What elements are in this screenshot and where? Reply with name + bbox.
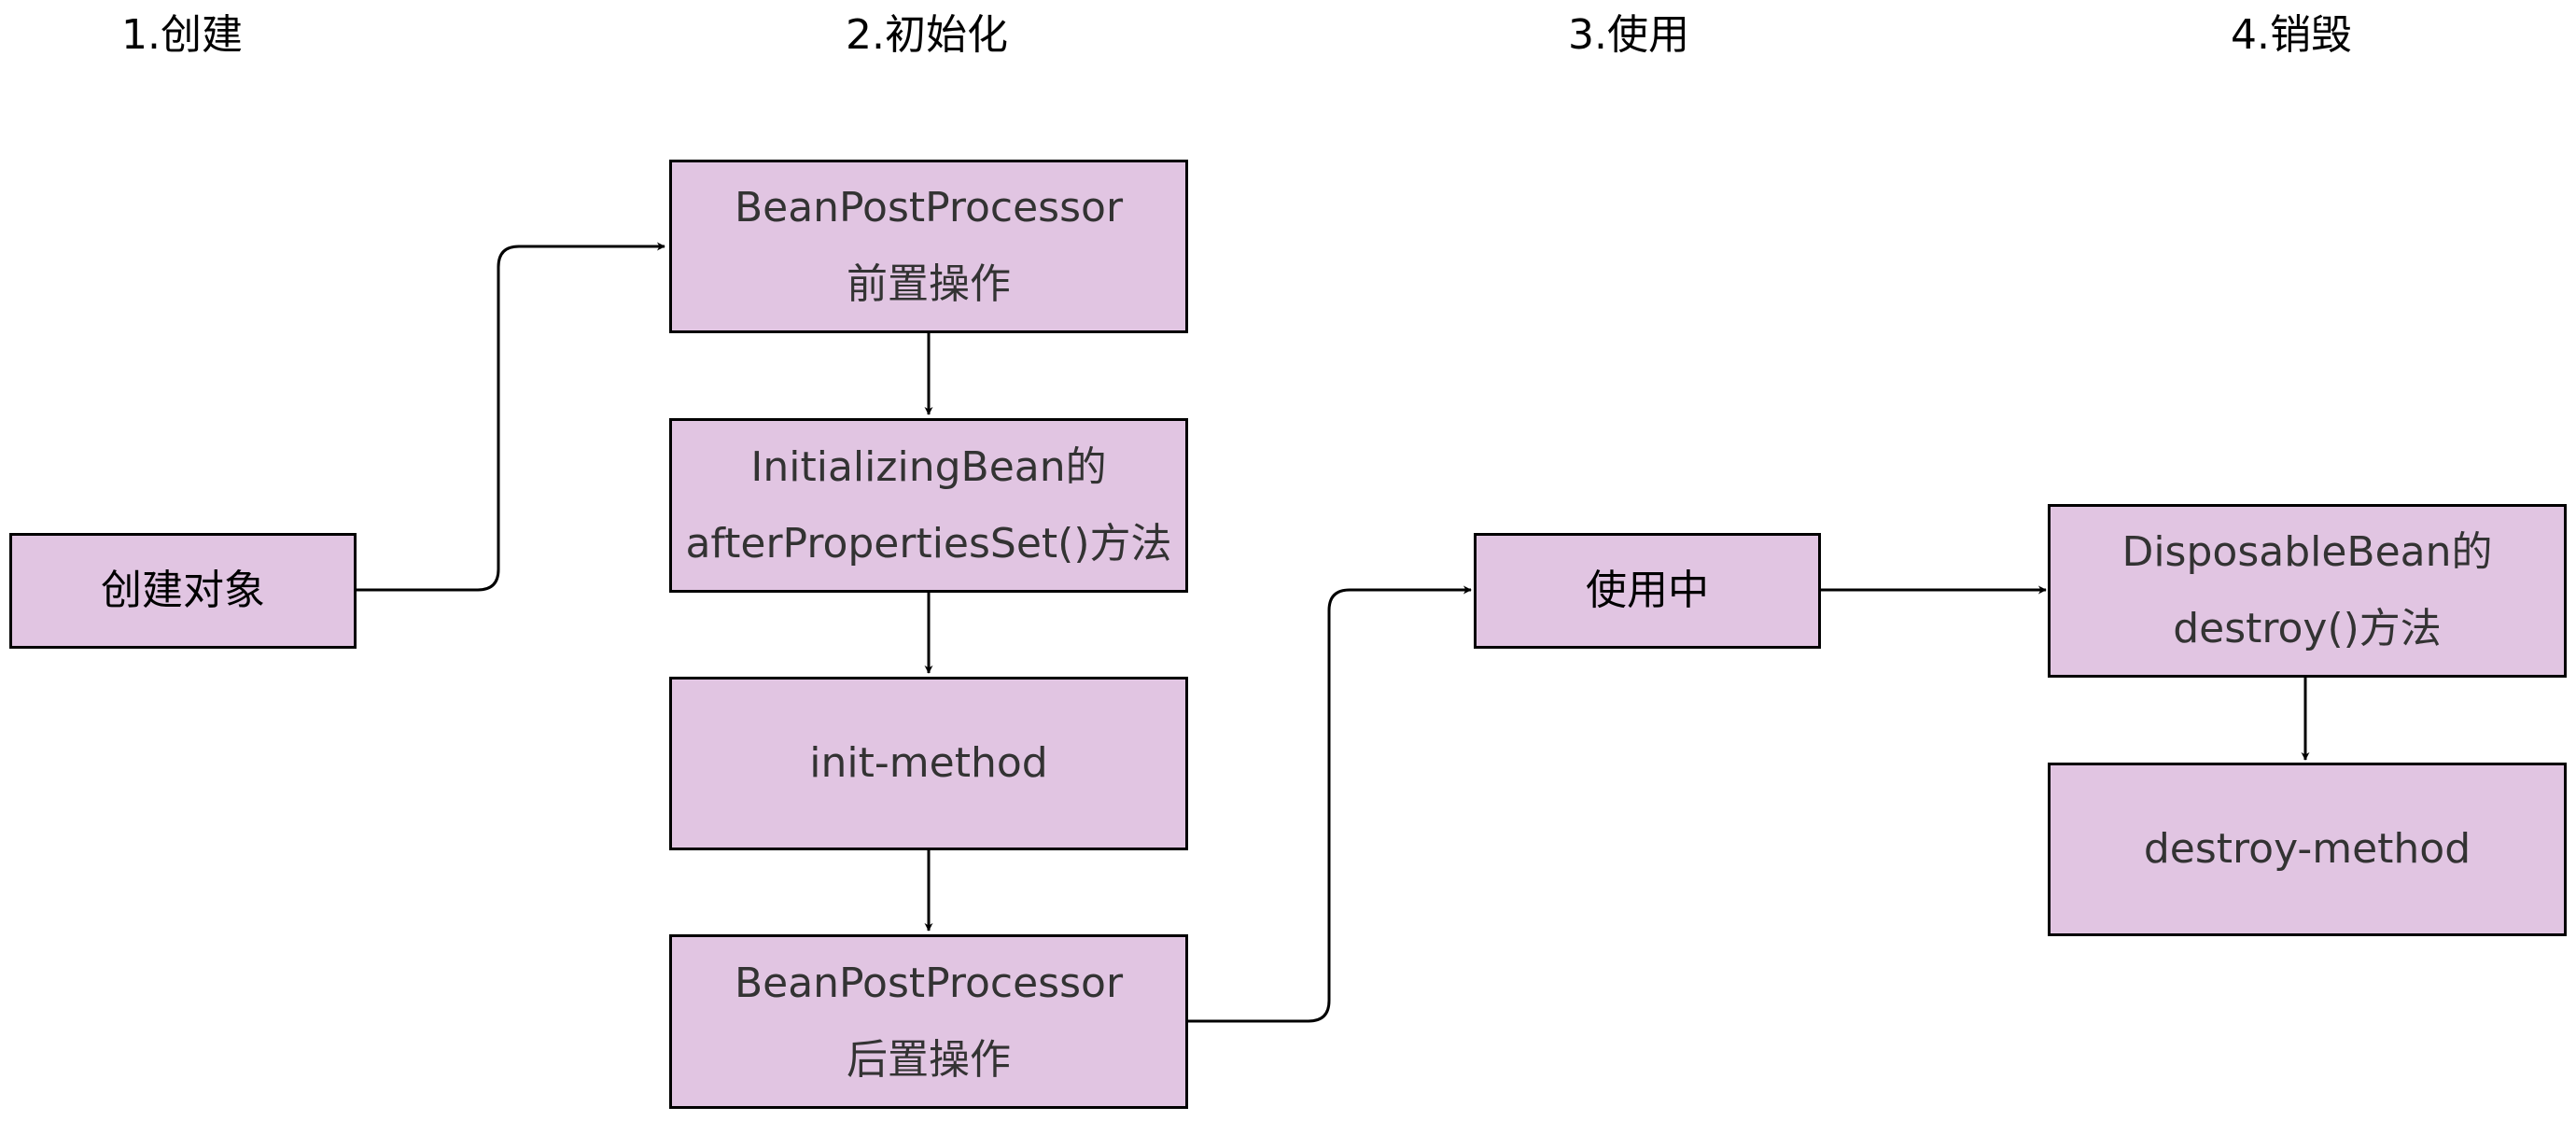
stage-title-init: 2.初始化 [846, 11, 1008, 59]
node-destroy-method-label: destroy-method [2143, 825, 2471, 873]
node-init-method-label: init-method [809, 739, 1048, 787]
node-create-object: 创建对象 [9, 533, 357, 649]
node-initializing-bean-line-1: InitializingBean的 [750, 442, 1107, 491]
node-disposable-bean-line-2: destroy()方法 [2173, 605, 2442, 652]
edge-bpp-after-to-in-use [1187, 585, 1472, 1023]
node-initializing-bean: InitializingBean的 afterPropertiesSet()方法 [669, 418, 1188, 593]
node-bpp-before: BeanPostProcessor 前置操作 [669, 160, 1188, 333]
stage-title-use: 3.使用 [1568, 11, 1689, 59]
node-in-use-label: 使用中 [1586, 567, 1709, 614]
node-initializing-bean-line-2: afterPropertiesSet()方法 [685, 519, 1172, 568]
node-in-use: 使用中 [1474, 533, 1821, 649]
node-bpp-after: BeanPostProcessor 后置操作 [669, 934, 1188, 1109]
node-init-method: init-method [669, 677, 1188, 850]
stage-title-create: 1.创建 [121, 11, 243, 59]
node-bpp-before-line-1: BeanPostProcessor [734, 184, 1124, 231]
node-bpp-after-line-2: 后置操作 [847, 1035, 1011, 1084]
edge-create-to-bpp-before [355, 242, 665, 592]
node-disposable-bean: DisposableBean的 destroy()方法 [2048, 504, 2567, 678]
stage-title-destroy: 4.销毁 [2231, 11, 2352, 59]
node-bpp-before-line-2: 前置操作 [847, 260, 1011, 308]
node-bpp-after-line-1: BeanPostProcessor [734, 959, 1124, 1007]
node-create-object-label: 创建对象 [101, 567, 265, 614]
node-disposable-bean-line-1: DisposableBean的 [2121, 528, 2493, 576]
node-destroy-method: destroy-method [2048, 763, 2567, 936]
